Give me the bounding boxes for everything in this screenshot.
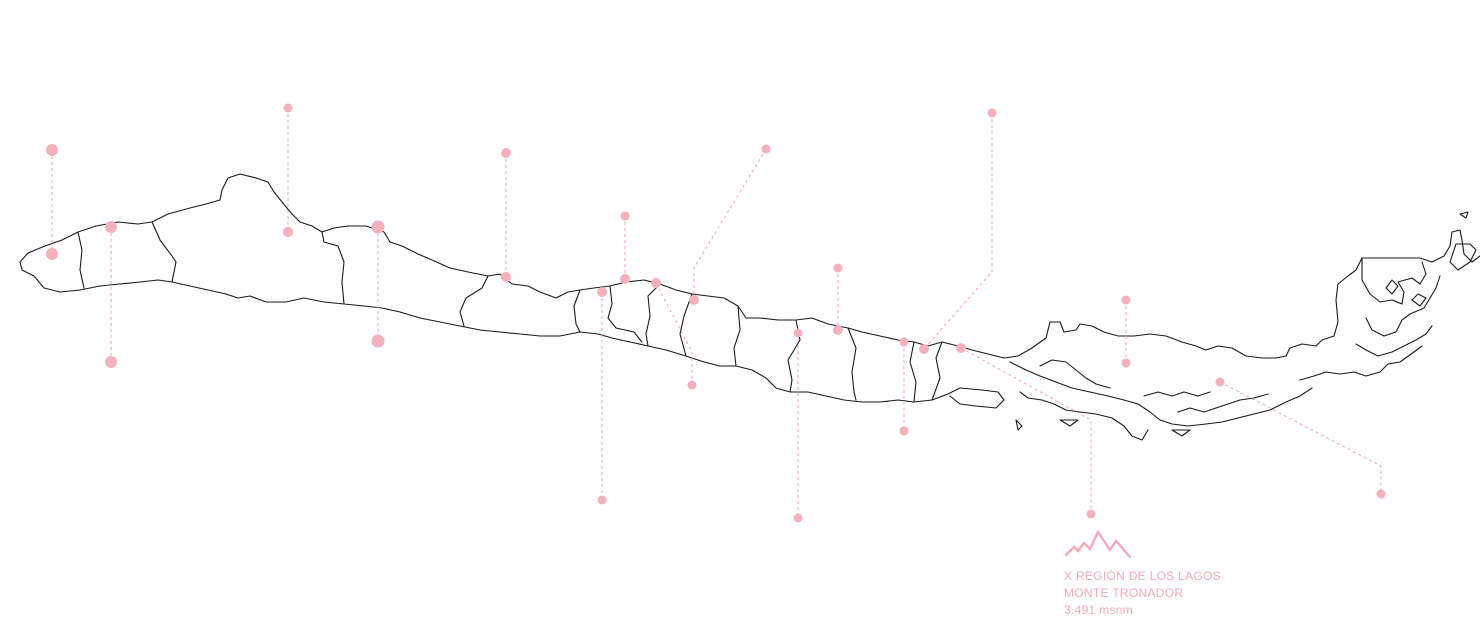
marker-dot[interactable] [956,343,966,353]
southern-islands-7 [1385,279,1427,307]
archipelago-islands-4 [1143,391,1211,397]
southern-islands-2 [1365,275,1441,337]
archipelago-islands-5 [1015,419,1191,437]
leader-lines [51,108,1382,518]
southern-islands-5 [1449,243,1477,271]
marker-dot[interactable] [793,328,803,338]
marker-dot[interactable] [283,103,293,113]
marker-dot[interactable] [597,287,607,297]
border-4 [459,275,489,327]
border-5 [573,289,581,333]
tooltip-altitude: 3.491 msnm [1064,603,1134,617]
southern-islands-1 [1361,257,1427,305]
marker-dot[interactable] [833,263,843,273]
marker-dot[interactable] [283,227,293,237]
marker-dot[interactable] [46,144,58,156]
border-2 [151,221,177,283]
marker-dot[interactable] [1121,358,1131,368]
marker-dot[interactable] [371,334,385,348]
leader-line-14 [960,347,1092,514]
marker-dot[interactable] [651,278,661,288]
marker-dot[interactable] [620,274,630,284]
marker-dot[interactable] [987,108,997,118]
leader-line-13 [923,113,993,350]
archipelago-islands-3 [1177,393,1269,413]
archipelago-outline [1009,361,1313,427]
marker-dot[interactable] [1215,377,1225,387]
southern-islands-4 [1299,345,1423,381]
marker-dot[interactable] [620,211,630,221]
marker-dot[interactable] [833,325,843,335]
markers [46,103,1386,523]
northern-coastline [19,173,1480,359]
marker-dot[interactable] [761,144,771,154]
region-outlines [19,173,1480,441]
marker-dot[interactable] [105,356,117,368]
leader-line-16 [1219,381,1382,494]
tooltip-peak-name: MONTE TRONADOR [1064,586,1184,600]
marker-dot[interactable] [105,221,117,233]
marker-dot[interactable] [597,495,607,505]
border-12 [909,341,917,403]
border-7 [645,283,661,347]
marker-dot[interactable] [1086,509,1096,519]
leader-line-8 [655,282,693,385]
archipelago-islands-1 [1019,391,1149,441]
marker-dot[interactable] [1376,489,1386,499]
marker-dot[interactable] [899,337,909,347]
marker-dot[interactable] [371,220,385,234]
border-6 [607,285,643,343]
southern-coastline [19,261,1005,409]
border-3 [321,231,345,305]
southern-islands-6 [1459,211,1469,219]
marker-dot[interactable] [793,513,803,523]
archipelago-islands-2 [1039,359,1111,389]
marker-dot[interactable] [899,426,909,436]
border-11 [847,327,857,401]
mountain-icon [1064,529,1132,559]
marker-dot[interactable] [1121,295,1131,305]
leader-line-9 [693,148,767,300]
peak-tooltip: X REGIÓN DE LOS LAGOS MONTE TRONADOR 3.4… [1064,568,1221,619]
border-13 [931,341,943,401]
marker-dot[interactable] [689,295,699,305]
marker-dot[interactable] [687,380,697,390]
border-1 [77,231,85,289]
marker-dot[interactable] [46,248,58,260]
marker-dot[interactable] [501,148,511,158]
marker-dot[interactable] [919,344,929,354]
marker-dot[interactable] [501,272,511,282]
border-8 [679,293,693,357]
tooltip-region: X REGIÓN DE LOS LAGOS [1064,569,1222,583]
southern-islands-3 [1355,325,1433,357]
border-9 [733,305,741,367]
